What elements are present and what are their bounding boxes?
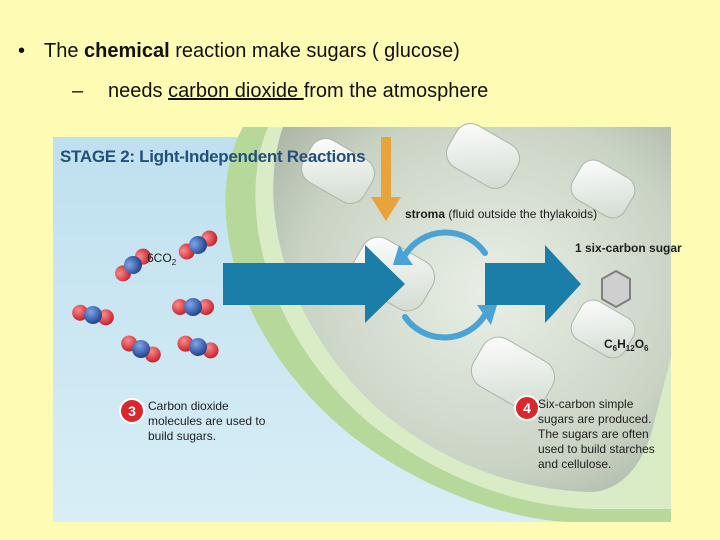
co2-molecule <box>115 248 151 282</box>
bullet-line-1: • The chemical reaction make sugars ( glu… <box>18 40 460 63</box>
cycle-arrowhead-2 <box>477 305 497 325</box>
co2-molecule <box>72 304 114 326</box>
formula-c: C <box>604 337 613 351</box>
co2-molecule <box>172 298 214 316</box>
bullet-line-2: – needs carbon dioxide from the atmospher… <box>72 80 488 103</box>
bullet1-post: reaction make sugars ( glucose) <box>169 40 460 62</box>
formula-o: O <box>634 337 645 351</box>
glucose-formula: C6H12O6 <box>604 337 649 353</box>
bullet2-pre: needs <box>108 80 169 102</box>
step-3-text: Carbon dioxide molecules are used to bui… <box>148 399 266 443</box>
right-teal-arrow <box>485 245 581 323</box>
co2-prefix: 6CO <box>147 251 172 265</box>
bullet2-post: from the atmosphere <box>303 80 489 102</box>
step-3-badge: 3 <box>119 398 145 424</box>
cycle-arrows <box>402 229 488 341</box>
stroma-rest: (fluid outside the thylakoids) <box>445 207 598 221</box>
bullet1-bold-word: chemical <box>84 40 170 62</box>
formula-h-n: 12 <box>625 344 635 353</box>
bullet2-underlined: carbon dioxide <box>168 80 304 102</box>
step-4-text: Six-carbon simple sugars are produced. T… <box>538 397 655 471</box>
co2-molecule <box>177 335 219 359</box>
co2-label: 6CO2 <box>147 251 176 267</box>
cycle-arrowhead-1 <box>393 245 413 265</box>
stroma-region <box>273 127 671 493</box>
left-teal-arrow <box>223 245 405 323</box>
formula-o-n: 6 <box>644 344 649 353</box>
step-4-badge: 4 <box>514 395 540 421</box>
orange-arrow <box>371 137 401 221</box>
glucose-hexagon <box>601 269 631 309</box>
formula-c-n: 6 <box>612 344 618 353</box>
product-label: 1 six-carbon sugar <box>575 241 682 255</box>
bullet-marker: • <box>18 40 26 62</box>
co2-molecule <box>178 230 218 260</box>
co2-molecules <box>72 230 219 363</box>
figure-title: STAGE 2: Light-Independent Reactions <box>60 147 366 166</box>
stroma-label: stroma (fluid outside the thylakoids) <box>405 207 597 221</box>
stage2-figure: STAGE 2: Light-Independent Reactions str… <box>53 123 682 522</box>
formula-h: H <box>617 337 626 351</box>
figure-illustration <box>53 123 671 522</box>
bullet1-pre: The <box>44 40 85 62</box>
stroma-bold: stroma <box>405 207 446 221</box>
co2-molecule <box>121 335 161 363</box>
co2-subscript: 2 <box>171 258 177 267</box>
dash-marker: – <box>72 80 84 102</box>
